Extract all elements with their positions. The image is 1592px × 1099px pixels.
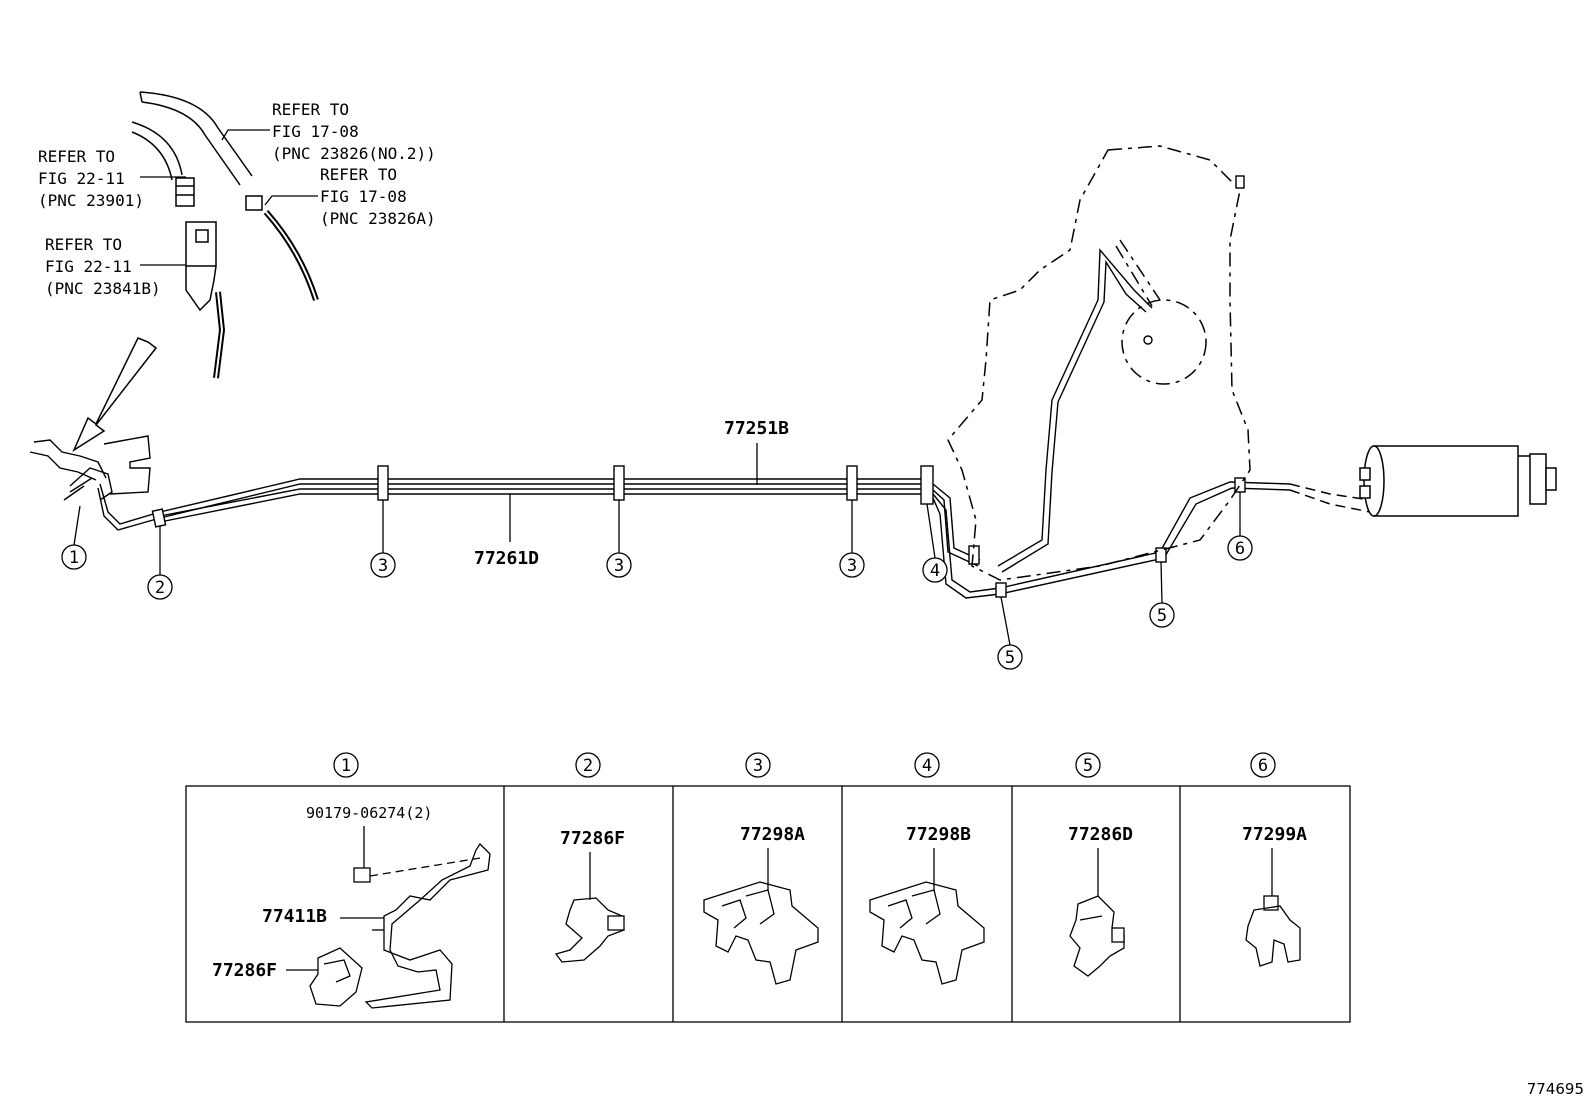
table-header-2: 2 xyxy=(575,752,601,778)
callout-6: 6 xyxy=(1227,535,1253,561)
table-cell-1: 90179-06274(2) 77411B 77286F xyxy=(212,804,491,1009)
callout-3a: 3 xyxy=(370,552,396,578)
main-tube-bundle xyxy=(97,478,930,531)
clamp-77286f-illustration xyxy=(554,852,625,963)
svg-text:1: 1 xyxy=(341,756,351,776)
callout-2: 2 xyxy=(147,574,173,600)
table-cell-2: 77286F xyxy=(554,828,625,963)
clamp-77298a-illustration xyxy=(703,848,819,985)
ref-line3: (PNC 23826(NO.2)) xyxy=(272,144,436,163)
image-code: 774695 xyxy=(1527,1080,1584,1098)
clamp-77286d-illustration xyxy=(1069,848,1125,977)
svg-text:3: 3 xyxy=(753,756,763,776)
part-label-77298a: 77298A xyxy=(740,824,805,845)
parts-table: 1 2 3 4 5 6 90179-06274(2) 77411B 77286F xyxy=(185,752,1351,1023)
table-header-3: 3 xyxy=(745,752,771,778)
refer-label-23826a: REFER TO FIG 17-08 (PNC 23826A) xyxy=(320,165,436,228)
tank-vent-tube xyxy=(997,175,1245,573)
svg-text:4: 4 xyxy=(922,756,932,776)
refer-label-23826-no2: REFER TO FIG 17-08 (PNC 23826(NO.2)) xyxy=(272,100,436,163)
refer-label-23841b: REFER TO FIG 22-11 (PNC 23841B) xyxy=(45,235,161,298)
ref-line1: REFER TO xyxy=(45,235,122,254)
direction-arrow xyxy=(72,337,158,452)
table-header-1: 1 xyxy=(333,752,359,778)
svg-text:1: 1 xyxy=(69,548,79,568)
svg-text:6: 6 xyxy=(1258,756,1268,776)
left-connector-assembly xyxy=(29,435,151,501)
tube-clamps xyxy=(151,465,934,528)
callout-leaders xyxy=(73,443,1241,646)
ref-line1: REFER TO xyxy=(272,100,349,119)
part-label-upper-tube: 77251B xyxy=(724,418,789,439)
ref-line3: (PNC 23826A) xyxy=(320,209,436,228)
ref-line2: FIG 17-08 xyxy=(320,187,407,206)
callout-5b: 5 xyxy=(1149,602,1175,628)
part-label-77298b: 77298B xyxy=(906,824,971,845)
fuel-tank-outline xyxy=(947,145,1251,581)
callout-3b: 3 xyxy=(606,552,632,578)
table-frame xyxy=(185,785,1351,1023)
svg-text:2: 2 xyxy=(583,756,593,776)
part-label-77286f-cell1: 77286F xyxy=(212,960,277,981)
callout-3c: 3 xyxy=(839,552,865,578)
part-label-77286d: 77286D xyxy=(1068,824,1133,845)
ref-line2: FIG 22-11 xyxy=(45,257,132,276)
callout-5a: 5 xyxy=(997,644,1023,670)
table-cell-3: 77298A xyxy=(703,824,819,985)
part-label-90179: 90179-06274(2) xyxy=(306,804,432,822)
refer-label-23901: REFER TO FIG 22-11 (PNC 23901) xyxy=(38,147,144,210)
svg-text:4: 4 xyxy=(930,561,940,581)
table-cell-4: 77298B xyxy=(869,824,985,985)
part-label-77286f: 77286F xyxy=(560,828,625,849)
ref-line1: REFER TO xyxy=(320,165,397,184)
svg-text:3: 3 xyxy=(614,556,624,576)
svg-text:3: 3 xyxy=(378,556,388,576)
ref-line3: (PNC 23901) xyxy=(38,191,144,210)
bracket-illustration xyxy=(286,826,491,1009)
ref-line3: (PNC 23841B) xyxy=(45,279,161,298)
clamp-77299a-illustration xyxy=(1245,848,1301,967)
part-label-77299a: 77299A xyxy=(1242,824,1307,845)
ref-line1: REFER TO xyxy=(38,147,115,166)
table-header-6: 6 xyxy=(1250,752,1276,778)
table-header-4: 4 xyxy=(914,752,940,778)
svg-text:5: 5 xyxy=(1083,756,1093,776)
svg-text:5: 5 xyxy=(1005,648,1015,668)
table-header-5: 5 xyxy=(1075,752,1101,778)
ref-line2: FIG 22-11 xyxy=(38,169,125,188)
svg-text:5: 5 xyxy=(1157,606,1167,626)
table-cell-5: 77286D xyxy=(1068,824,1133,977)
callout-1: 1 xyxy=(61,544,87,570)
clamp-77298b-illustration xyxy=(869,848,985,985)
callouts: 1 2 3 3 3 4 5 5 xyxy=(61,535,1253,670)
callout-4: 4 xyxy=(922,557,948,583)
ref-line2: FIG 17-08 xyxy=(272,122,359,141)
table-cell-6: 77299A xyxy=(1242,824,1307,967)
svg-text:6: 6 xyxy=(1235,539,1245,559)
svg-text:2: 2 xyxy=(155,578,165,598)
upper-hoses xyxy=(131,91,319,379)
svg-text:3: 3 xyxy=(847,556,857,576)
charcoal-canister xyxy=(1289,445,1557,517)
part-label-77411b: 77411B xyxy=(262,906,327,927)
part-label-lower-tube: 77261D xyxy=(474,548,539,569)
